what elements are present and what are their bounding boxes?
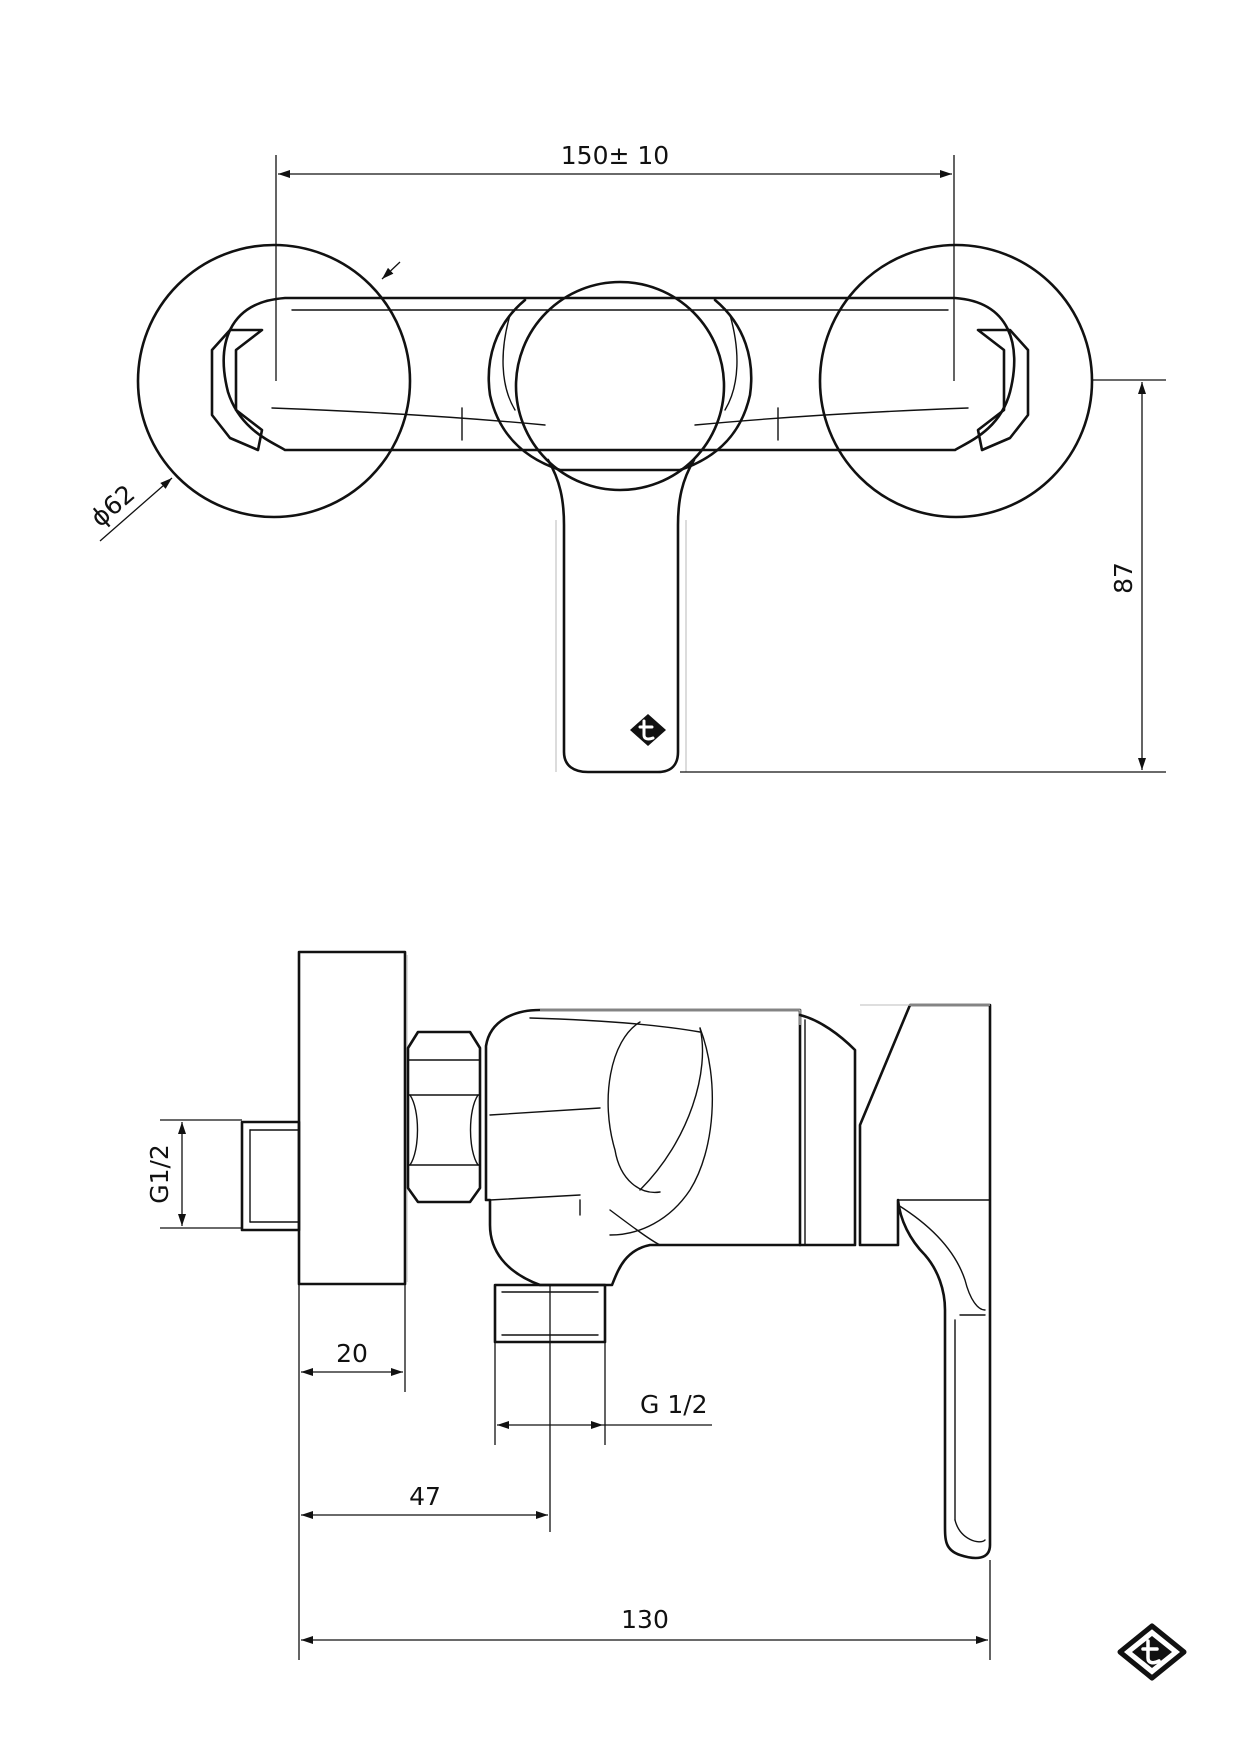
top-view: 150± 10 ϕ62 87	[85, 141, 1166, 774]
outlet-thread-label: G 1/2	[640, 1390, 708, 1419]
outlet-offset-label: 47	[409, 1482, 441, 1511]
depth-dimension-label: 87	[1109, 562, 1138, 594]
body-bar	[222, 296, 1016, 452]
right-hex-nut	[976, 328, 1030, 452]
side-handle	[858, 1003, 992, 1560]
inlet-pipe	[240, 1120, 301, 1232]
rosette-thickness-label: 20	[336, 1339, 368, 1368]
left-rosette	[136, 243, 412, 519]
corner-logo-icon	[1117, 1623, 1187, 1681]
lever-logo-icon	[630, 714, 666, 746]
cartridge-shoulder	[487, 298, 753, 472]
left-hex-nut	[210, 328, 264, 452]
right-rosette	[818, 243, 1094, 519]
inlet-thread-label: G1/2	[145, 1144, 174, 1204]
handle-lever	[546, 458, 696, 774]
width-dimension-label: 150± 10	[561, 141, 669, 170]
diameter-label: ϕ62	[85, 479, 140, 533]
total-length-label: 130	[621, 1605, 669, 1634]
handle-head	[514, 280, 726, 492]
side-view: G1/2 20 G 1/2 47 130	[145, 950, 992, 1660]
rosette-plate	[297, 950, 407, 1286]
side-hex-nut	[406, 1030, 482, 1204]
cartridge-cover	[798, 1013, 857, 1247]
mixer-body	[484, 1008, 802, 1287]
diameter-leader	[99, 477, 173, 542]
